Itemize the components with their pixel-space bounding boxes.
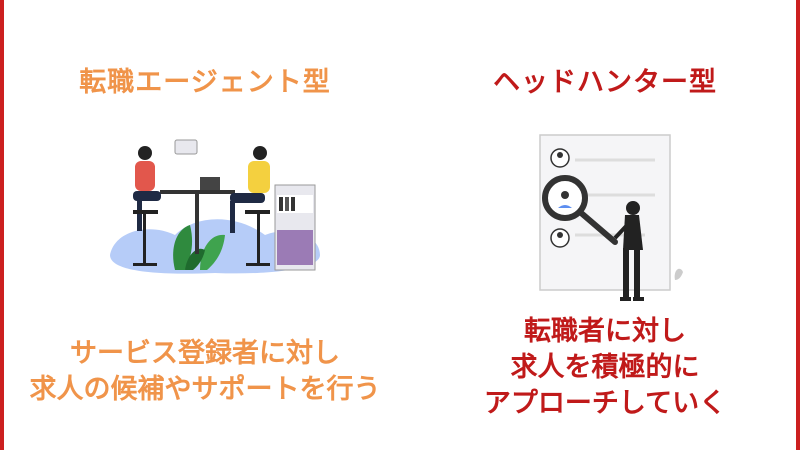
- agent-description-line-1: サービス登録者に対し: [70, 338, 340, 369]
- headhunter-magnifier-illustration-icon: [539, 134, 683, 301]
- left-border: [0, 0, 4, 450]
- headhunter-description-line-2: 求人を積極的に: [510, 352, 700, 383]
- headhunter-heading: ヘッドハンター型: [493, 67, 717, 98]
- agent-description-line-2: 求人の候補やサポートを行う: [29, 374, 381, 405]
- agent-description: サービス登録者に対し 求人の候補やサポートを行う: [10, 336, 400, 408]
- meeting-illustration-icon: [110, 139, 320, 274]
- headhunter-column: ヘッドハンター型 転職者に対し 求人を積極的に アプローチしていく: [420, 0, 790, 450]
- right-border: [796, 0, 800, 450]
- headhunter-description-line-1: 転職者に対し: [524, 316, 686, 347]
- headhunter-description: 転職者に対し 求人を積極的に アプローチしていく: [420, 314, 790, 422]
- agent-column: 転職エージェント型: [10, 0, 400, 450]
- headhunter-description-line-3: アプローチしていく: [483, 388, 727, 419]
- agent-heading: 転職エージェント型: [79, 67, 331, 98]
